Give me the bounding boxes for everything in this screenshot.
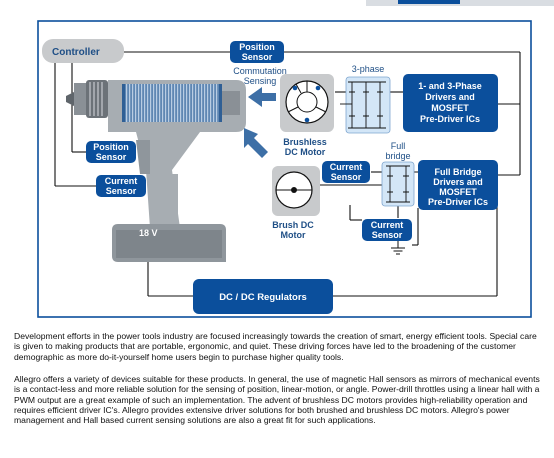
drivers-label-4: Pre-Driver ICs (420, 114, 480, 124)
position-sensor-top (230, 41, 284, 63)
drill-motor-core (124, 84, 220, 122)
battery-voltage-label: 18 V (139, 228, 158, 238)
drivers-label-2: Drivers and (425, 92, 475, 102)
position-sensor-top-label-1: Position (239, 42, 275, 52)
commutation-label-1: Commutation (233, 66, 287, 76)
power-tool-block-diagram: Controller (37, 20, 532, 318)
commutation-label-2: Sensing (244, 76, 277, 86)
position-sensor-top-label-2: Sensor (242, 52, 273, 62)
position-sensor-left (86, 141, 136, 163)
controller-block (42, 39, 124, 63)
three-phase-drivers-block (403, 74, 498, 132)
fb-drivers-label-4: Pre-Driver ICs (428, 197, 488, 207)
current-sensor-bottom (362, 219, 412, 241)
drivers-label-1: 1- and 3-Phase (418, 81, 482, 91)
dcdc-regulators-block (193, 279, 333, 314)
current-sensor-middle-label-2: Sensor (331, 172, 362, 182)
header-tab (398, 0, 460, 4)
dcdc-label: DC / DC Regulators (219, 292, 307, 303)
fb-drivers-label-1: Full Bridge (435, 167, 482, 177)
brush-dc-label-1: Brush DC (272, 220, 314, 230)
current-sensor-middle-label-1: Current (330, 162, 363, 172)
brushless-label-2: DC Motor (285, 147, 326, 157)
arrow-diagonal (244, 128, 268, 158)
arrow-to-drill (248, 87, 276, 107)
controller-label: Controller (52, 47, 100, 58)
current-sensor-bottom-label-1: Current (371, 220, 404, 230)
three-phase-bridge (345, 76, 391, 134)
position-sensor-left-label-2: Sensor (96, 152, 127, 162)
full-bridge-block (381, 161, 415, 207)
current-sensor-left-label-1: Current (105, 176, 138, 186)
brushless-label-1: Brushless (283, 137, 327, 147)
full-bridge-drivers-block (418, 160, 498, 210)
fb-drivers-label-3: MOSFET (439, 187, 477, 197)
full-bridge-label-2: bridge (385, 151, 410, 161)
ground-icon (391, 241, 405, 255)
current-sensor-middle (322, 161, 370, 183)
paragraph-intro: Development efforts in the power tools i… (14, 331, 537, 362)
power-drill-illustration: 18 V (66, 80, 246, 262)
drivers-label-3: MOSFET (431, 103, 469, 113)
current-sensor-left (96, 175, 146, 197)
current-sensor-left-label-2: Sensor (106, 186, 137, 196)
current-sensor-bottom-label-2: Sensor (372, 230, 403, 240)
paragraph-allegro: Allegro offers a variety of devices suit… (14, 374, 540, 426)
position-sensor-left-label-1: Position (93, 142, 129, 152)
brush-dc-label-2: Motor (281, 230, 306, 240)
full-bridge-label-1: Full (391, 141, 406, 151)
fb-drivers-label-2: Drivers and (433, 177, 483, 187)
three-phase-label: 3-phase (352, 64, 385, 74)
header-strip (366, 0, 554, 6)
